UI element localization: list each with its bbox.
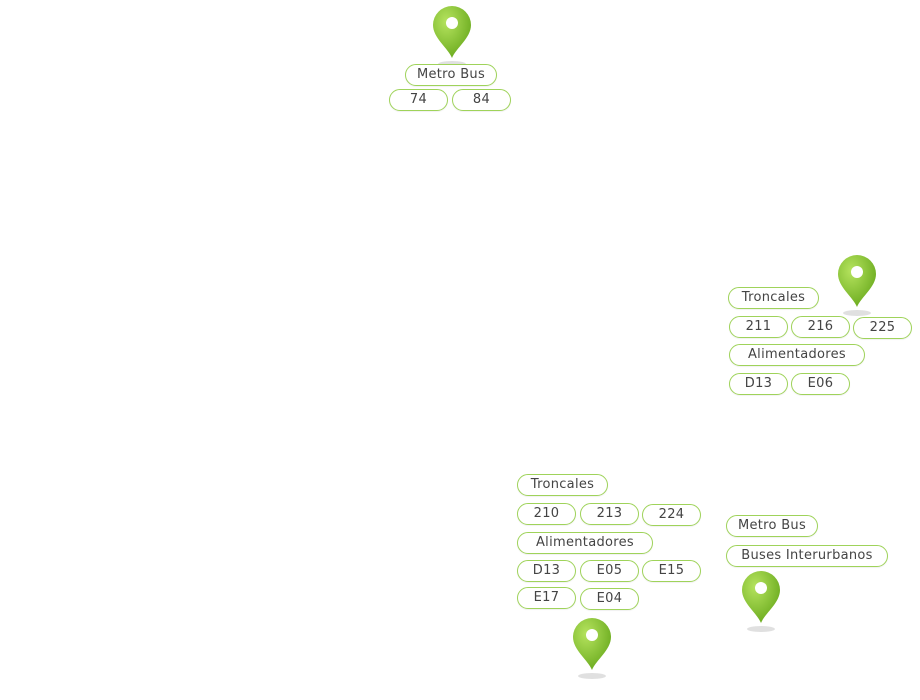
route-chip[interactable]: D13 — [517, 560, 576, 582]
route-chip[interactable]: 211 — [729, 316, 788, 338]
route-chip[interactable]: 210 — [517, 503, 576, 525]
map-pin-icon[interactable] — [836, 253, 878, 317]
map-pin-icon[interactable] — [740, 569, 782, 633]
route-group-header: Metro Bus — [726, 515, 818, 537]
route-chip[interactable]: E06 — [791, 373, 850, 395]
route-chip[interactable]: D13 — [729, 373, 788, 395]
route-chip[interactable]: 225 — [853, 317, 912, 339]
route-chip[interactable]: E05 — [580, 560, 639, 582]
map-pin-icon[interactable] — [431, 4, 473, 68]
route-group-header: Metro Bus — [405, 64, 497, 86]
route-chip[interactable]: 74 — [389, 89, 448, 111]
route-chip[interactable]: 216 — [791, 316, 850, 338]
route-group-header: Alimentadores — [517, 532, 653, 554]
route-chip[interactable]: 224 — [642, 504, 701, 526]
route-group-header: Buses Interurbanos — [726, 545, 888, 567]
route-chip[interactable]: E04 — [580, 588, 639, 610]
map-pin-icon[interactable] — [571, 616, 613, 680]
route-chip[interactable]: 213 — [580, 503, 639, 525]
route-chip[interactable]: E15 — [642, 560, 701, 582]
route-chip[interactable]: 84 — [452, 89, 511, 111]
route-group-header: Troncales — [517, 474, 608, 496]
route-group-header: Alimentadores — [729, 344, 865, 366]
route-group-header: Troncales — [728, 287, 819, 309]
route-chip[interactable]: E17 — [517, 587, 576, 609]
